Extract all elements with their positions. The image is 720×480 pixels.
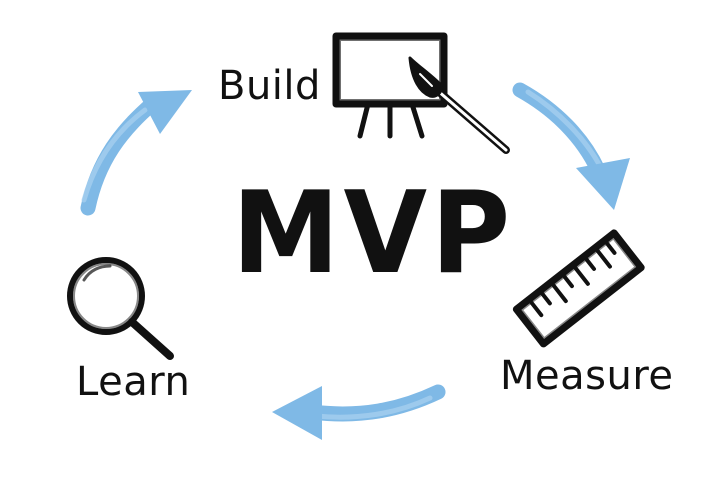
step-label-build: Build	[218, 63, 321, 109]
step-label-learn: Learn	[76, 359, 191, 405]
arrow-learn-to-build	[80, 90, 192, 216]
arrow-measure-to-learn	[272, 384, 446, 440]
arrow-build-to-measure	[512, 82, 630, 210]
ruler-icon	[512, 229, 645, 348]
magnifying-glass-icon	[67, 257, 174, 360]
center-title: MVP	[232, 167, 515, 300]
step-label-measure: Measure	[500, 353, 674, 399]
easel-paintbrush-icon	[332, 32, 510, 154]
